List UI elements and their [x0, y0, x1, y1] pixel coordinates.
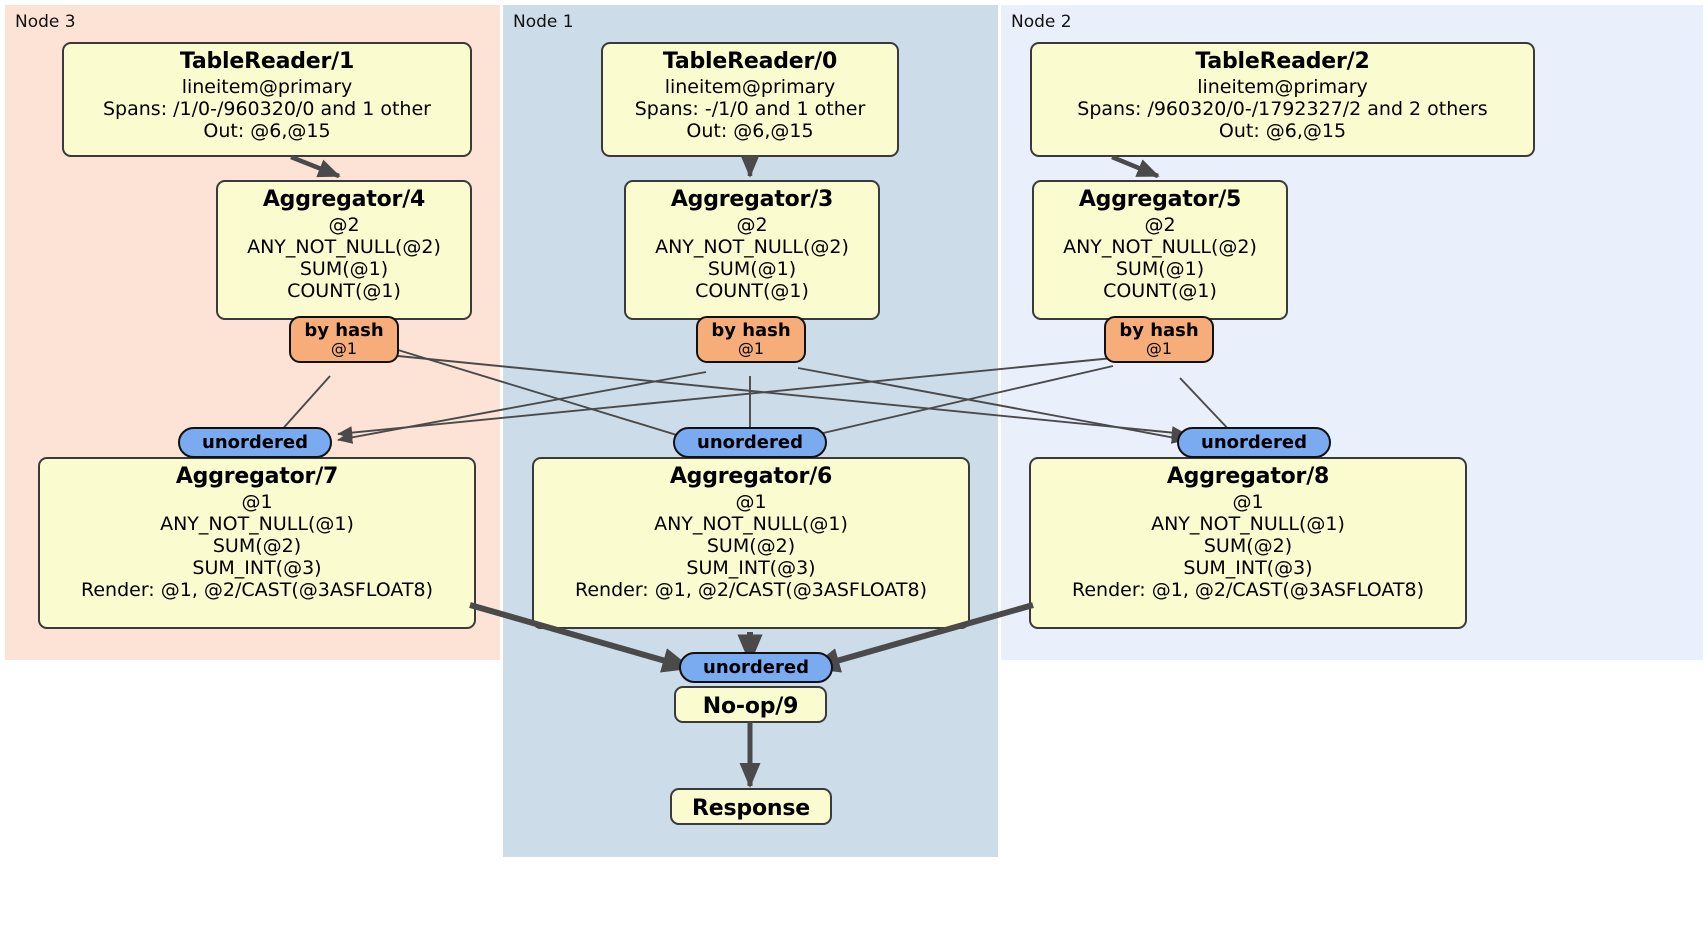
router-badge-column: @1 [1145, 339, 1173, 359]
processor-aggregator-7[interactable]: Aggregator/7 @1 ANY_NOT_NULL(@1) SUM(@2)… [38, 457, 476, 629]
synchronizer-badge-title: unordered [202, 432, 308, 453]
processor-title: Aggregator/5 [1078, 187, 1242, 212]
synchronizer-badge-title: unordered [703, 657, 809, 678]
processor-detail-line: SUM_INT(@3) [1183, 556, 1313, 579]
processor-detail-line: ANY_NOT_NULL(@2) [655, 235, 849, 258]
synchronizer-badge-title: unordered [697, 432, 803, 453]
processor-detail-line: COUNT(@1) [287, 279, 401, 302]
processor-detail-line: ANY_NOT_NULL(@1) [654, 512, 848, 535]
processor-detail-line: ANY_NOT_NULL(@2) [1063, 235, 1257, 258]
processor-detail-line: @2 [328, 213, 360, 236]
processor-detail-line: Out: @6,@15 [203, 119, 331, 142]
router-badge-title: by hash [711, 320, 791, 341]
processor-aggregator-8[interactable]: Aggregator/8 @1 ANY_NOT_NULL(@1) SUM(@2)… [1029, 457, 1467, 629]
processor-no-op-9[interactable]: No-op/9 [674, 686, 827, 723]
processor-detail-line: Spans: /960320/0-/1792327/2 and 2 others [1077, 97, 1488, 120]
processor-detail-line: SUM(@2) [212, 534, 302, 557]
processor-detail-line: ANY_NOT_NULL(@1) [160, 512, 354, 535]
processor-detail-line: SUM(@2) [1203, 534, 1293, 557]
processor-detail-line: Out: @6,@15 [1218, 119, 1347, 142]
synchronizer-badge-unordered-center[interactable]: unordered [673, 427, 827, 458]
processor-title: Aggregator/7 [175, 464, 339, 489]
processor-detail-line: Spans: /1/0-/960320/0 and 1 other [103, 97, 431, 120]
processor-detail-line: COUNT(@1) [1103, 279, 1217, 302]
processor-detail-line: @2 [736, 213, 768, 236]
processor-title: TableReader/2 [1195, 49, 1370, 74]
processor-response[interactable]: Response [670, 788, 832, 825]
router-badge-by-hash-center[interactable]: by hash @1 [696, 316, 806, 363]
processor-detail-line: SUM(@2) [706, 534, 796, 557]
processor-detail-line: ANY_NOT_NULL(@1) [1151, 512, 1345, 535]
processor-title: No-op/9 [702, 694, 799, 719]
synchronizer-badge-unordered-final[interactable]: unordered [679, 652, 833, 683]
processor-title: Response [692, 796, 810, 821]
processor-aggregator-4[interactable]: Aggregator/4 @2 ANY_NOT_NULL(@2) SUM(@1)… [216, 180, 472, 320]
processor-detail-line: lineitem@primary [181, 75, 353, 98]
processor-detail-line: lineitem@primary [664, 75, 836, 98]
node-label-node2: Node 2 [1011, 12, 1072, 32]
processor-detail-line: @1 [1232, 490, 1264, 513]
processor-detail-line: ANY_NOT_NULL(@2) [247, 235, 441, 258]
processor-detail-line: SUM_INT(@3) [686, 556, 816, 579]
processor-table-reader-0[interactable]: TableReader/0 lineitem@primary Spans: -/… [601, 42, 899, 157]
processor-title: Aggregator/4 [262, 187, 426, 212]
processor-aggregator-6[interactable]: Aggregator/6 @1 ANY_NOT_NULL(@1) SUM(@2)… [532, 457, 970, 629]
router-badge-title: by hash [1119, 320, 1199, 341]
processor-aggregator-5[interactable]: Aggregator/5 @2 ANY_NOT_NULL(@2) SUM(@1)… [1032, 180, 1288, 320]
processor-title: Aggregator/6 [669, 464, 833, 489]
processor-detail-line: Out: @6,@15 [686, 119, 814, 142]
processor-detail-line: lineitem@primary [1197, 75, 1368, 98]
processor-detail-line: SUM_INT(@3) [192, 556, 322, 579]
router-badge-column: @1 [737, 339, 765, 359]
processor-title: TableReader/0 [662, 49, 838, 74]
router-badge-title: by hash [304, 320, 384, 341]
processor-detail-line: @1 [735, 490, 767, 513]
node-label-node3: Node 3 [15, 12, 76, 32]
router-badge-by-hash-right[interactable]: by hash @1 [1104, 316, 1214, 363]
processor-aggregator-3[interactable]: Aggregator/3 @2 ANY_NOT_NULL(@2) SUM(@1)… [624, 180, 880, 320]
router-badge-column: @1 [330, 339, 358, 359]
processor-title: TableReader/1 [179, 49, 355, 74]
synchronizer-badge-unordered-left[interactable]: unordered [178, 427, 332, 458]
processor-detail-line: @2 [1144, 213, 1176, 236]
processor-detail-line: Spans: -/1/0 and 1 other [634, 97, 866, 120]
processor-detail-line: @1 [241, 490, 273, 513]
processor-table-reader-1[interactable]: TableReader/1 lineitem@primary Spans: /1… [62, 42, 472, 157]
processor-detail-line: SUM(@1) [1115, 257, 1205, 280]
processor-title: Aggregator/3 [670, 187, 834, 212]
processor-title: Aggregator/8 [1166, 464, 1330, 489]
processor-detail-line: SUM(@1) [707, 257, 797, 280]
processor-detail-line: Render: @1, @2/CAST(@3ASFLOAT8) [81, 578, 433, 601]
router-badge-by-hash-left[interactable]: by hash @1 [289, 316, 399, 363]
processor-detail-line: COUNT(@1) [695, 279, 809, 302]
node-label-node1: Node 1 [513, 12, 574, 32]
processor-detail-line: Render: @1, @2/CAST(@3ASFLOAT8) [575, 578, 927, 601]
processor-table-reader-2[interactable]: TableReader/2 lineitem@primary Spans: /9… [1030, 42, 1535, 157]
processor-detail-line: SUM(@1) [299, 257, 389, 280]
processor-detail-line: Render: @1, @2/CAST(@3ASFLOAT8) [1072, 578, 1424, 601]
synchronizer-badge-unordered-right[interactable]: unordered [1177, 427, 1331, 458]
synchronizer-badge-title: unordered [1201, 432, 1307, 453]
